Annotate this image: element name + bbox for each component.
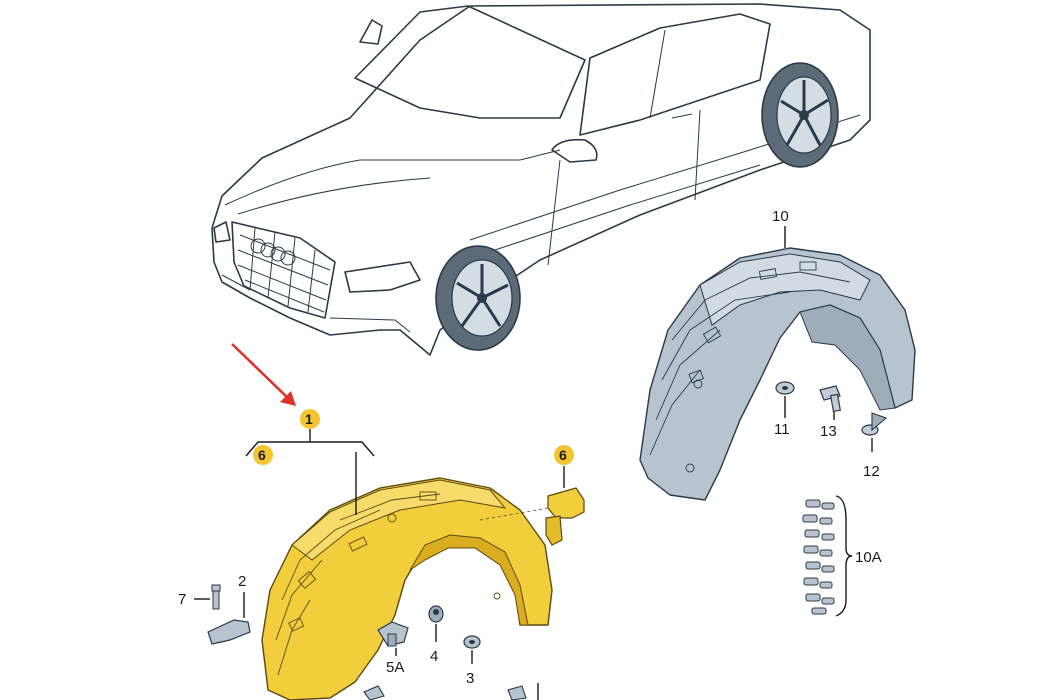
part-11-nut — [775, 381, 795, 418]
label-part-10a: 10A — [855, 549, 882, 566]
car-mirror — [551, 138, 598, 163]
part-6-clip — [479, 466, 585, 546]
car-side-window — [579, 13, 771, 136]
part-3-washer — [463, 635, 481, 664]
part-partial-bottom — [363, 683, 539, 700]
part-5a-bolt — [377, 621, 409, 656]
car-windshield — [354, 5, 586, 119]
label-part-10: 10 — [772, 208, 789, 225]
label-part-6-right: 6 — [559, 447, 567, 463]
part-4-nut — [428, 605, 444, 642]
label-part-11: 11 — [774, 421, 790, 438]
label-part-6-left: 6 — [258, 447, 266, 463]
car-front-wheel — [435, 245, 521, 351]
badge-part-6-left: 6 — [253, 445, 273, 465]
label-part-12: 12 — [863, 463, 880, 480]
wheel-liner-highlighted — [261, 477, 553, 700]
label-part-1: 1 — [305, 411, 313, 427]
badge-part-1: 1 — [300, 409, 320, 429]
car-rear-wheel — [761, 62, 839, 168]
part-2-clip — [207, 592, 251, 645]
wheel-liner-grey — [639, 247, 916, 501]
label-part-7: 7 — [178, 591, 186, 608]
car-illustration — [211, 3, 871, 356]
label-part-4: 4 — [430, 648, 438, 665]
car-logo — [250, 238, 296, 266]
car-body — [211, 3, 871, 356]
red-arrow — [231, 343, 296, 406]
badge-part-6-right: 6 — [554, 445, 574, 465]
car-headlight — [344, 261, 421, 293]
label-part-13: 13 — [820, 423, 837, 440]
part-7-pin — [194, 584, 221, 610]
liner-highlighted-body — [261, 477, 553, 700]
car-grille — [231, 221, 336, 319]
label-part-5a: 5A — [386, 659, 404, 676]
fastener-set-10a — [802, 495, 853, 617]
label-part-2: 2 — [238, 573, 246, 590]
label-part-3: 3 — [466, 670, 474, 687]
part-12-screw — [861, 412, 888, 452]
part-13-bolt — [819, 385, 842, 420]
